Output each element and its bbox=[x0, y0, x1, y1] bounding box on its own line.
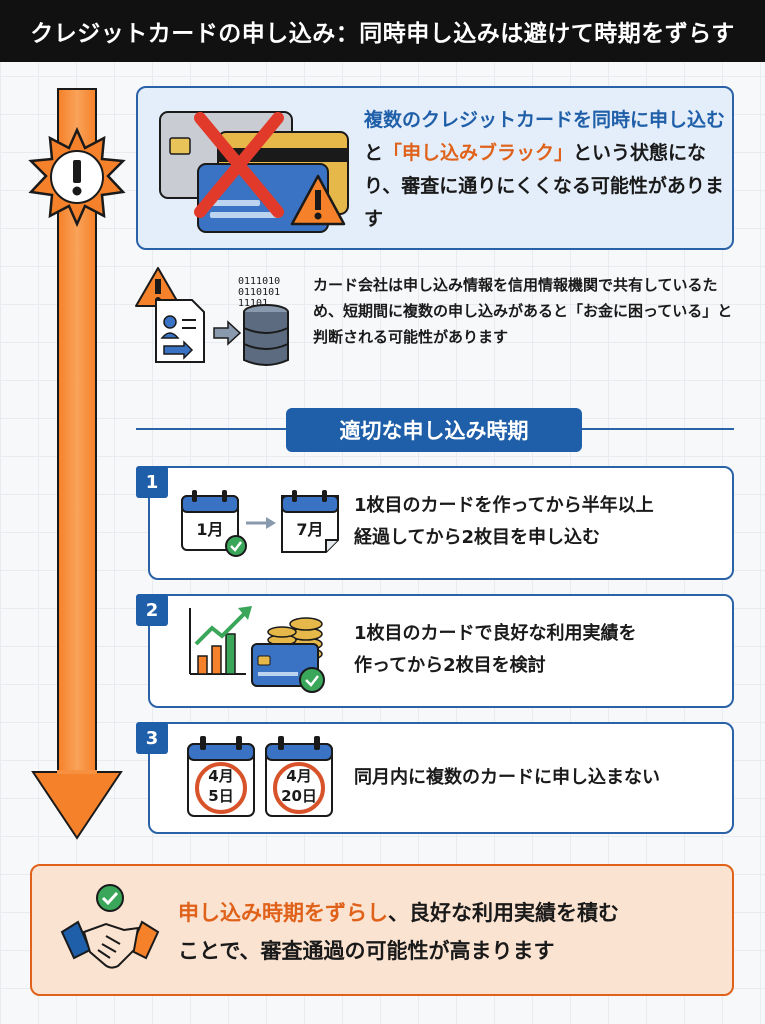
right-arrow-icon bbox=[246, 517, 276, 529]
page-title: クレジットカードの申し込み：同時申し込みは避けて時期をずらす bbox=[0, 0, 765, 62]
summary-line-1: 申し込み時期をずらし、良好な利用実績を積む bbox=[178, 894, 726, 932]
calendar-to-icon bbox=[281, 490, 339, 553]
crossed-cards-icon bbox=[159, 111, 349, 233]
binary-line-2: 0110101 bbox=[238, 287, 281, 298]
step-2-number: 2 bbox=[136, 594, 168, 626]
step-1-text-line-1: 1枚目のカードを作ってから半年以上 bbox=[354, 495, 654, 516]
warning-text-lead: 複数のクレジットカードを同時に申し込む bbox=[364, 109, 726, 131]
calendar-from-label: 1月 bbox=[196, 520, 224, 539]
handshake-check-icon bbox=[60, 884, 160, 969]
summary-line-2: ことで、審査通過の可能性が高まります bbox=[178, 939, 555, 963]
calendar-from-icon bbox=[181, 490, 247, 557]
summary-part-1: 、良好な利用実績を積む bbox=[388, 901, 619, 925]
step-1-number: 1 bbox=[136, 466, 168, 498]
summary-text: 申し込み時期をずらし、良好な利用実績を積む ことで、審査通過の可能性が高まります bbox=[178, 894, 726, 970]
step-2-text-line-1: 1枚目のカードで良好な利用実績を bbox=[354, 623, 637, 644]
calendar-a-icon bbox=[187, 736, 255, 817]
summary-highlight: 申し込み時期をずらし bbox=[178, 901, 388, 925]
step-1-text: 1枚目のカードを作ってから半年以上 経過してから2枚目を申し込む bbox=[354, 490, 654, 554]
calendar-b-icon bbox=[265, 736, 333, 817]
binary-line-1: 0111010 bbox=[238, 276, 281, 287]
binary-line-3: 11101 bbox=[238, 298, 269, 309]
calendar-to-label: 7月 bbox=[296, 520, 324, 539]
calendar-a-day: 5日 bbox=[208, 787, 234, 805]
binary-text: 0111010 0110101 11101 bbox=[238, 276, 280, 309]
warning-text: 複数のクレジットカードを同時に申し込むと「申し込みブラック」という状態になり、審… bbox=[364, 104, 726, 236]
calendar-a-label: 4月 5日 bbox=[188, 766, 254, 806]
step-3-number: 3 bbox=[136, 722, 168, 754]
calendar-b-label: 4月 20日 bbox=[266, 766, 332, 806]
data-sharing-icon bbox=[135, 267, 289, 366]
exclamation-burst-icon bbox=[28, 126, 126, 228]
step-1-card bbox=[148, 466, 734, 580]
warning-text-rest: という状態になり、審査に通りにくくなる可能性があります bbox=[364, 142, 724, 230]
calendar-b-day: 20日 bbox=[281, 787, 317, 805]
info-text: カード会社は申し込み情報を信用情報機関で共有しているため、短期間に複数の申し込み… bbox=[313, 276, 733, 346]
warning-text-highlight: 「申し込みブラック」 bbox=[383, 142, 574, 164]
step-2-text: 1枚目のカードで良好な利用実績を 作ってから2枚目を検討 bbox=[354, 618, 637, 682]
step-3-text: 同月内に複数のカードに申し込まない bbox=[354, 767, 660, 788]
section-label: 適切な申し込み時期 bbox=[286, 408, 582, 452]
timeline-arrow-head bbox=[31, 770, 123, 840]
calendar-b-month: 4月 bbox=[286, 767, 312, 785]
growth-chart-card-coins-icon bbox=[189, 606, 325, 693]
step-1-text-line-2: 経過してから2枚目を申し込む bbox=[354, 527, 600, 548]
calendar-a-month: 4月 bbox=[208, 767, 234, 785]
warning-text-to: と bbox=[364, 142, 384, 164]
step-2-text-line-2: 作ってから2枚目を検討 bbox=[354, 655, 546, 676]
